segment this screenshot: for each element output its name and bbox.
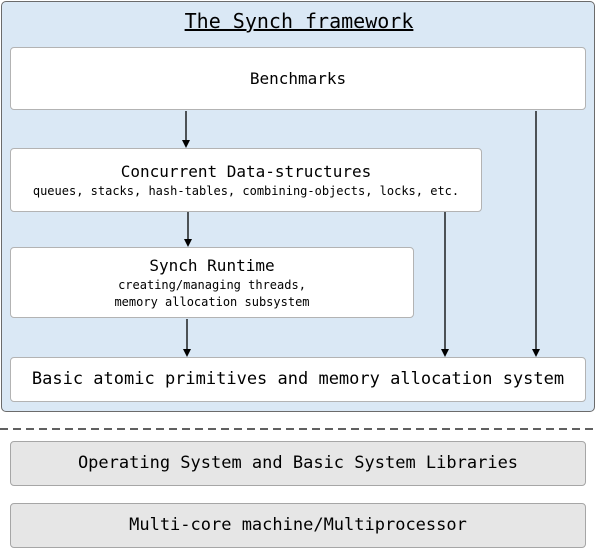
multicore-machine-label: Multi-core machine/Multiprocessor <box>129 515 467 535</box>
concurrent-data-structures-detail: queues, stacks, hash-tables, combining-o… <box>32 184 460 198</box>
benchmarks-label: Benchmarks <box>249 69 347 88</box>
benchmarks-box: Benchmarks <box>10 47 586 110</box>
synch-runtime-detail-line2: memory allocation subsystem <box>114 295 310 309</box>
multicore-machine-box: Multi-core machine/Multiprocessor <box>10 503 586 548</box>
concurrent-data-structures-label: Concurrent Data-structures <box>120 162 372 181</box>
basic-primitives-box: Basic atomic primitives and memory alloc… <box>10 357 586 402</box>
operating-system-label: Operating System and Basic System Librar… <box>77 453 519 473</box>
synch-runtime-box: Synch Runtime creating/managing threads,… <box>10 247 414 318</box>
operating-system-box: Operating System and Basic System Librar… <box>10 441 586 486</box>
diagram-title: The Synch framework <box>184 9 414 33</box>
basic-primitives-label: Basic atomic primitives and memory alloc… <box>31 369 565 389</box>
concurrent-data-structures-box: Concurrent Data-structures queues, stack… <box>10 148 482 212</box>
synch-runtime-label: Synch Runtime <box>149 256 275 275</box>
synch-runtime-detail-line1: creating/managing threads, <box>118 278 306 292</box>
